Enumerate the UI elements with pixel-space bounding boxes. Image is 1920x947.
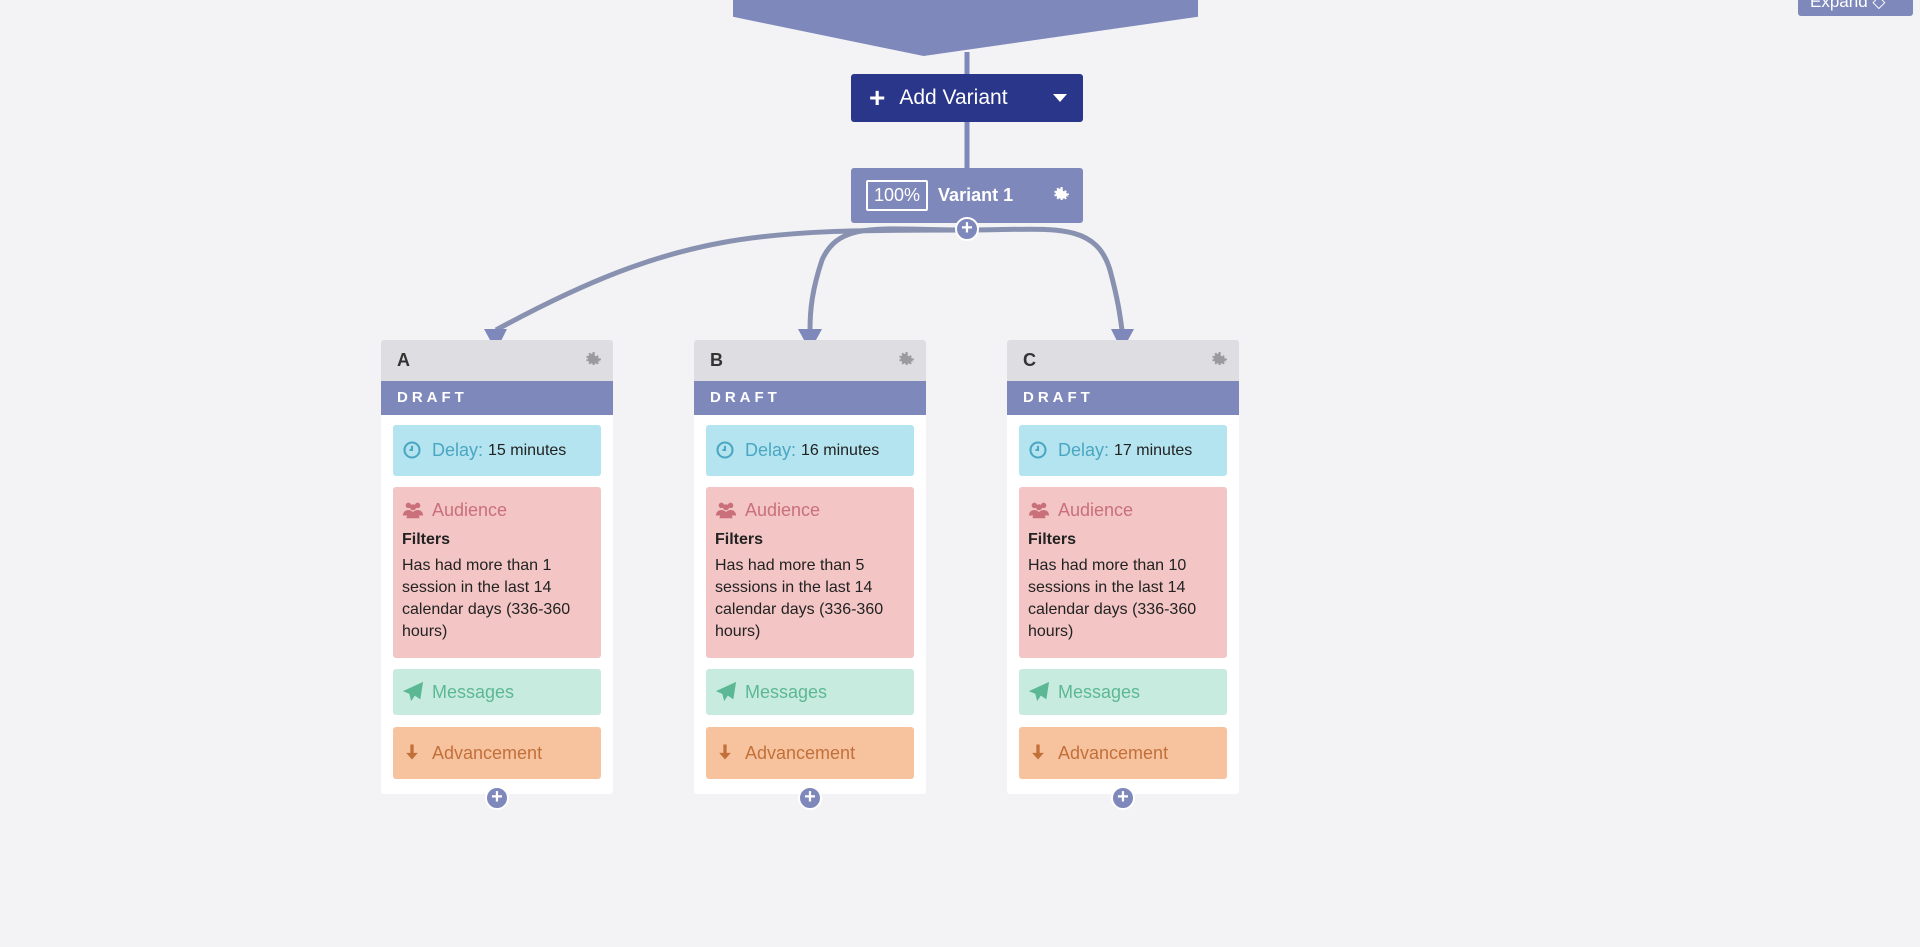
gear-icon[interactable] [1053,186,1071,205]
arrow-down-icon [715,742,737,764]
filters-title: Filters [402,531,451,548]
messages-label: Messages [432,681,515,702]
audience-section[interactable]: Audience Filters Has had more than 10 se… [1019,487,1227,658]
add-branch-button[interactable]: + [955,217,979,241]
status-badge: DRAFT [694,381,926,415]
expand-button[interactable]: Expand ◇ [1798,0,1913,16]
filter-text: Has had more than 5 sessions in the last… [715,557,884,640]
advancement-label: Advancement [745,742,856,763]
gear-icon[interactable] [1211,351,1229,370]
connector-to-a [494,227,968,333]
arrow-down-icon [402,742,424,764]
audience-section[interactable]: Audience Filters Has had more than 5 ses… [706,487,914,658]
messages-label: Messages [745,681,828,702]
variant-name: Variant 1 [938,185,1014,205]
add-step-button[interactable]: + [798,786,822,810]
card-title: A [397,350,410,370]
users-icon [715,499,737,521]
delay-section[interactable]: Delay: 17 minutes [1019,425,1227,476]
add-step-button[interactable]: + [485,786,509,810]
delay-label: Delay: [745,440,797,460]
gear-icon[interactable] [898,351,916,370]
campaign-card-a[interactable]: A DRAFT Delay: 15 minutes Audience Filte… [381,340,613,810]
status-badge: DRAFT [381,381,613,415]
paper-plane-icon [402,681,424,703]
gear-icon[interactable] [585,351,603,370]
clock-icon [402,440,424,462]
filter-text: Has had more than 10 sessions in the las… [1028,557,1197,640]
delay-value: 17 minutes [1114,441,1193,459]
audience-label: Audience [432,499,508,520]
users-icon [1028,499,1050,521]
delay-value: 15 minutes [488,441,567,459]
chevron-down-icon[interactable] [1053,94,1067,102]
delay-value: 16 minutes [801,441,880,459]
card-header: C [1007,340,1239,381]
filters-title: Filters [715,531,764,548]
plus-icon: + [869,82,886,113]
add-step-button[interactable]: + [1111,786,1135,810]
filter-text: Has had more than 1 session in the last … [402,557,571,640]
messages-section[interactable]: Messages [393,669,601,715]
delay-label: Delay: [1058,440,1110,460]
arrow-down-icon [1028,742,1050,764]
delay-section[interactable]: Delay: 16 minutes [706,425,914,476]
add-variant-button[interactable]: + Add Variant [851,74,1083,122]
connector-to-b [807,226,968,331]
card-title: B [710,350,723,370]
clock-icon [1028,440,1050,462]
users-icon [402,499,424,521]
filters-title: Filters [1028,531,1077,548]
advancement-label: Advancement [432,742,543,763]
advancement-section[interactable]: Advancement [706,727,914,779]
variant-percent[interactable]: 100% [866,180,929,211]
clock-icon [715,440,737,462]
card-title: C [1023,350,1036,370]
advancement-section[interactable]: Advancement [393,727,601,779]
messages-label: Messages [1058,681,1141,702]
status-badge: DRAFT [1007,381,1239,415]
delay-section[interactable]: Delay: 15 minutes [393,425,601,476]
campaign-card-c[interactable]: C DRAFT Delay: 17 minutes Audience Filte… [1007,340,1239,810]
campaign-card-b[interactable]: B DRAFT Delay: 16 minutes Audience Filte… [694,340,926,810]
audience-section[interactable]: Audience Filters Has had more than 1 ses… [393,487,601,658]
audience-label: Audience [745,499,821,520]
advancement-section[interactable]: Advancement [1019,727,1227,779]
paper-plane-icon [715,681,737,703]
card-header: B [694,340,926,381]
delay-label: Delay: [432,440,484,460]
paper-plane-icon [1028,681,1050,703]
messages-section[interactable]: Messages [706,669,914,715]
variant-node[interactable]: 100% Variant 1 [851,168,1083,223]
connector-to-c [966,226,1125,331]
card-header: A [381,340,613,381]
advancement-label: Advancement [1058,742,1169,763]
audience-label: Audience [1058,499,1134,520]
add-variant-label: Add Variant [899,86,1008,109]
messages-section[interactable]: Messages [1019,669,1227,715]
